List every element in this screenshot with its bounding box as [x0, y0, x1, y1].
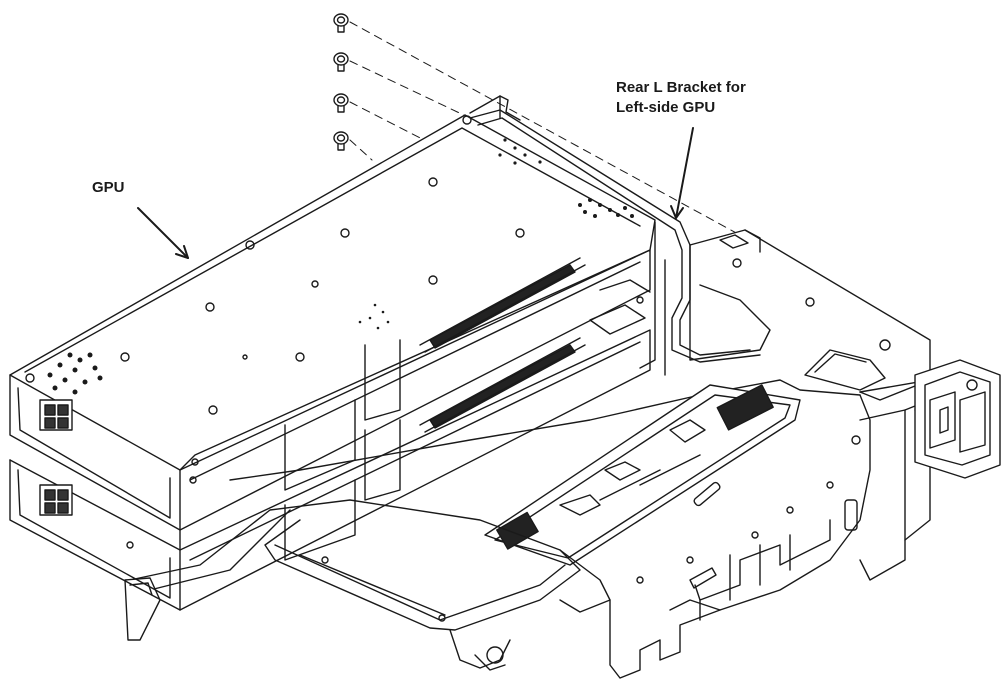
screw-icon — [333, 13, 349, 33]
gpu-label: GPU — [92, 179, 125, 196]
upper-gpu — [9, 95, 656, 531]
screw-icon — [333, 93, 349, 113]
rear-l-bracket-label: Rear L Bracket for Left-side GPU — [616, 78, 746, 118]
rear-l-bracket — [469, 109, 761, 376]
gpu-callout-arrow — [137, 207, 189, 259]
lower-gpu — [9, 279, 651, 611]
screw-guide-lines — [349, 21, 741, 236]
bracket-callout-arrow — [670, 127, 694, 219]
screw-group — [333, 13, 349, 151]
screw-icon — [333, 52, 349, 72]
support-arm — [124, 499, 611, 671]
rear-l-bracket-label-line2: Left-side GPU — [616, 99, 716, 116]
riser-cage — [229, 229, 1001, 679]
rear-l-bracket-label-line1: Rear L Bracket for — [616, 79, 746, 96]
screw-icon — [333, 131, 349, 151]
vent-dots — [47, 138, 634, 395]
